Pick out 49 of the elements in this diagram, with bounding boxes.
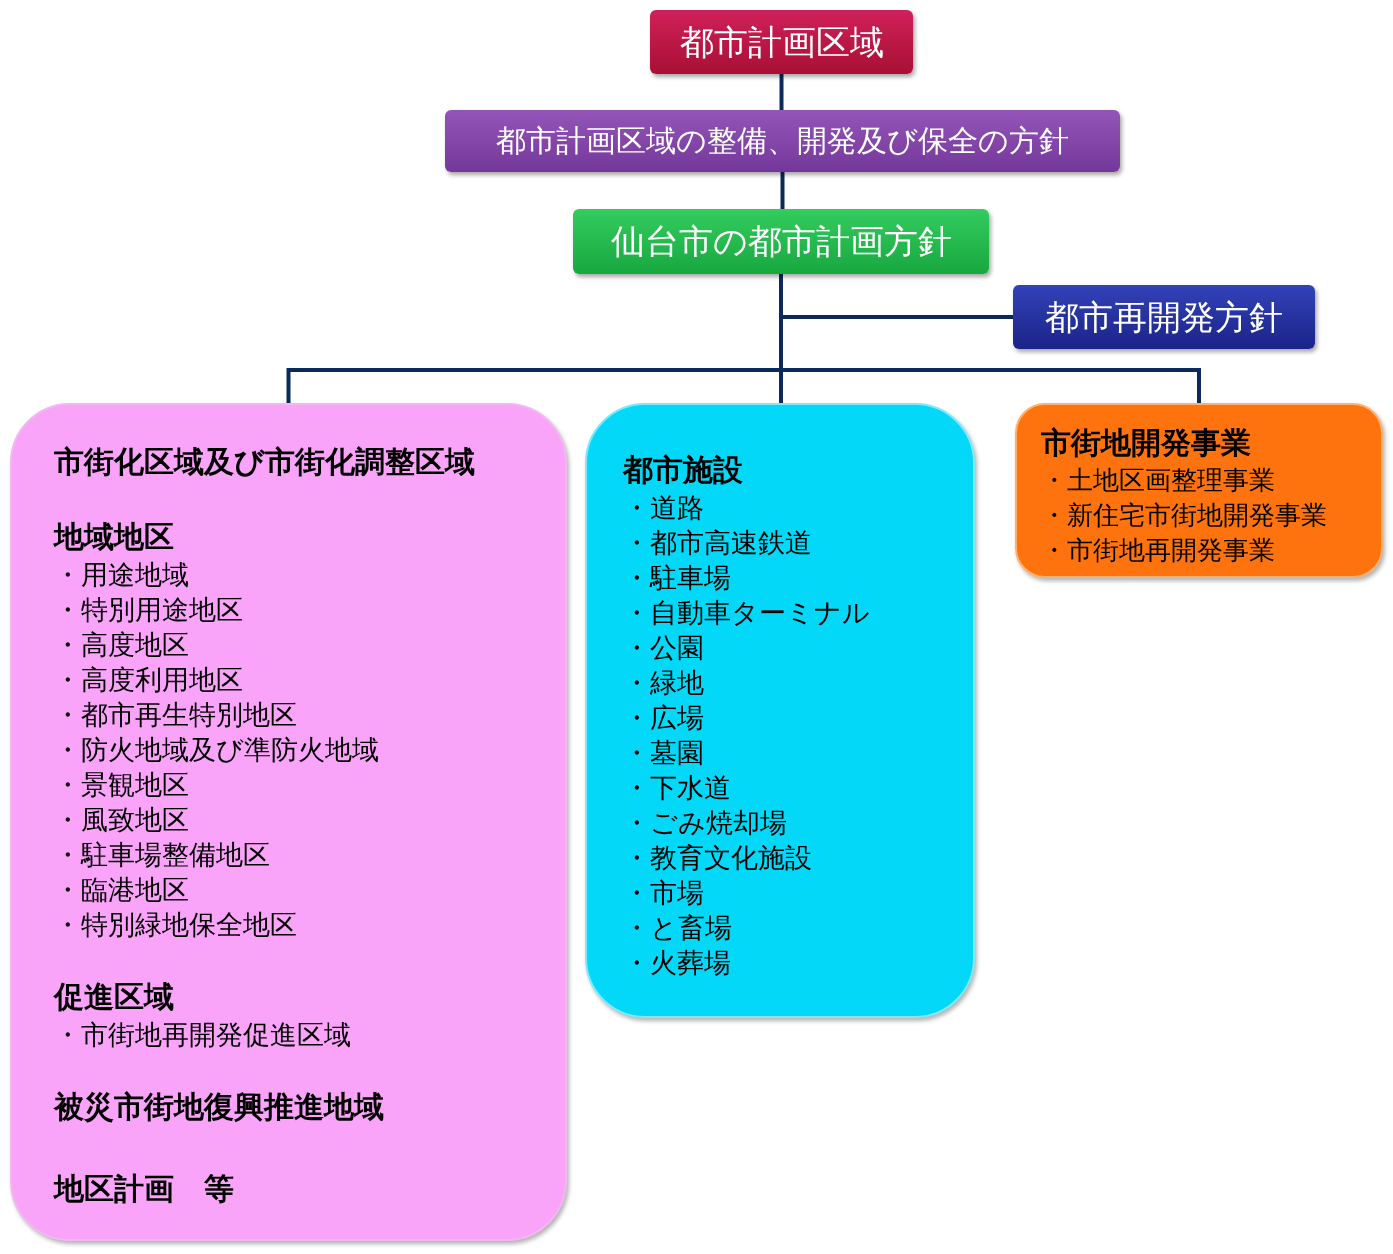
list-item: ・都市高速鉄道 — [623, 526, 812, 560]
list-item: ・風致地区 — [54, 803, 189, 837]
list-item: ・新住宅市街地開発事業 — [1041, 499, 1327, 532]
list-item: ・自動車ターミナル — [623, 596, 870, 630]
category-heading: 市街化区域及び市街化調整区域 — [54, 443, 475, 481]
list-item: ・と畜場 — [623, 911, 732, 945]
box-label: 都市再開発方針 — [1045, 295, 1283, 339]
list-item: ・都市再生特別地区 — [54, 698, 297, 732]
list-item: ・特別用途地区 — [54, 593, 243, 627]
category-heading: 都市施設 — [623, 451, 743, 489]
category-panel — [1015, 403, 1383, 578]
list-item: ・高度利用地区 — [54, 663, 243, 697]
category-heading: 促進区域 — [54, 978, 174, 1016]
list-item: ・駐車場整備地区 — [54, 838, 270, 872]
category-heading: 被災市街地復興推進地域 — [54, 1088, 384, 1126]
category-panel — [585, 403, 975, 1018]
list-item: ・市場 — [623, 876, 704, 910]
category-heading: 地域地区 — [54, 518, 174, 556]
list-item: ・墓園 — [623, 736, 704, 770]
list-item: ・広場 — [623, 701, 704, 735]
list-item: ・駐車場 — [623, 561, 731, 595]
list-item: ・下水道 — [623, 771, 731, 805]
category-panel — [10, 403, 567, 1241]
list-item: ・特別緑地保全地区 — [54, 908, 297, 942]
list-item: ・景観地区 — [54, 768, 189, 802]
policy-box — [1013, 285, 1315, 349]
policy-box — [445, 110, 1120, 172]
plan-box — [650, 10, 913, 74]
list-item: ・火葬場 — [623, 946, 731, 980]
list-item: ・用途地域 — [54, 558, 189, 592]
category-heading: 地区計画 等 — [54, 1170, 234, 1208]
connector-line — [780, 172, 785, 209]
list-item: ・高度地区 — [54, 628, 189, 662]
category-heading: 市街地開発事業 — [1041, 424, 1251, 462]
list-item: ・土地区画整理事業 — [1041, 464, 1275, 497]
connector-line — [779, 74, 784, 110]
policy-box — [573, 209, 989, 274]
list-item: ・市街地再開発促進区域 — [54, 1018, 351, 1052]
list-item: ・防火地域及び準防火地域 — [54, 733, 379, 767]
list-item: ・公園 — [623, 631, 704, 665]
box-label: 仙台市の都市計画方針 — [610, 220, 952, 263]
list-item: ・教育文化施設 — [623, 841, 812, 875]
list-item: ・市街地再開発事業 — [1041, 534, 1275, 567]
list-item: ・ごみ焼却場 — [623, 806, 787, 840]
list-item: ・道路 — [623, 491, 704, 525]
box-label: 都市計画区域 — [679, 20, 884, 64]
box-label: 都市計画区域の整備、開発及び保全の方針 — [496, 122, 1069, 160]
list-item: ・緑地 — [623, 666, 704, 700]
list-item: ・臨港地区 — [54, 873, 189, 907]
